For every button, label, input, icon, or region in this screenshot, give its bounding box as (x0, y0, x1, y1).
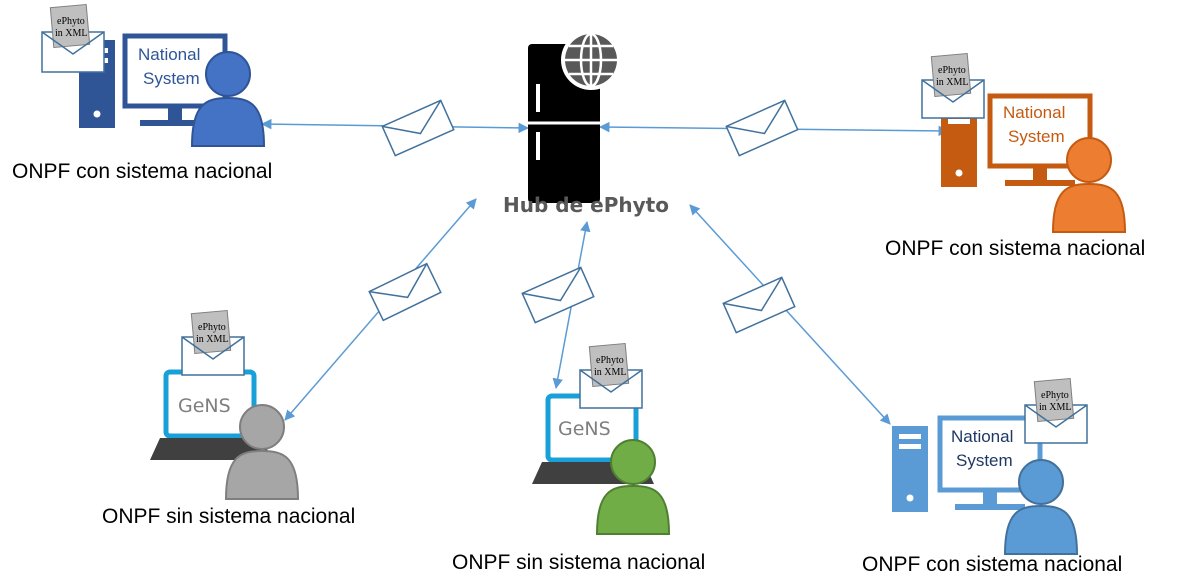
screen-text-line1: National (951, 427, 1013, 446)
node-label: ONPF con sistema nacional (12, 160, 272, 183)
node-label: ONPF sin sistema nacional (102, 505, 355, 528)
globe-icon (561, 30, 621, 90)
envelope-doc-line2: in XML (55, 28, 88, 39)
screen-text-line1: National (1003, 103, 1065, 122)
node-bottom-left: GeNS ePhyto in XML ONPF sin sistema naci… (102, 309, 355, 528)
node-top-right: National System ePhyto in XML ONPF con s… (885, 52, 1145, 260)
node-label: ONPF sin sistema nacional (452, 551, 705, 574)
envelope-doc-line2: in XML (196, 334, 229, 345)
screen-text-line2: System (956, 451, 1013, 470)
screen-text-line1: National (138, 45, 200, 64)
envelope-doc-line1: ePhyto (596, 355, 624, 366)
envelope-document-icon: ePhyto in XML (921, 52, 985, 119)
envelope-document-icon: ePhyto in XML (181, 309, 245, 376)
node-label: ONPF con sistema nacional (862, 553, 1122, 576)
envelope-icon (381, 99, 455, 157)
node-bottom-center: GeNS ePhyto in XML ONPF sin sistema naci… (452, 342, 705, 574)
screen-text-line2: System (143, 69, 200, 88)
envelope-document-icon: ePhyto in XML (41, 3, 105, 73)
hub: Hub de ePhyto (503, 30, 669, 217)
envelope-doc-line1: ePhyto (57, 16, 85, 27)
envelope-document-icon: ePhyto in XML (579, 342, 643, 409)
envelope-doc-line2: in XML (594, 367, 627, 378)
envelope-doc-line1: ePhyto (1041, 390, 1069, 401)
envelope-document-icon: ePhyto in XML (1024, 377, 1088, 444)
computer-icon: National System (892, 415, 1043, 512)
envelope-doc-line1: ePhyto (198, 322, 226, 333)
gens-screen-text: GeNS (558, 418, 611, 440)
gens-screen-text: GeNS (178, 395, 231, 417)
envelope-doc-line2: in XML (1039, 402, 1072, 413)
envelope-icon (368, 262, 442, 322)
node-bottom-right: National System ePhyto in XML ONPF con s… (862, 377, 1122, 576)
node-top-left: National System ePhyto in XML ONPF con s… (12, 3, 272, 183)
envelope-icon (722, 276, 796, 334)
envelope-doc-line1: ePhyto (938, 65, 966, 76)
envelope-doc-line2: in XML (936, 77, 969, 88)
screen-text-line2: System (1008, 127, 1065, 146)
node-label: ONPF con sistema nacional (885, 237, 1145, 260)
connector-bottom-right (689, 204, 891, 425)
envelope-icon (521, 266, 595, 324)
hub-label: Hub de ePhyto (503, 193, 669, 217)
computer-icon: National System (941, 93, 1093, 187)
envelope-icon (725, 99, 799, 157)
